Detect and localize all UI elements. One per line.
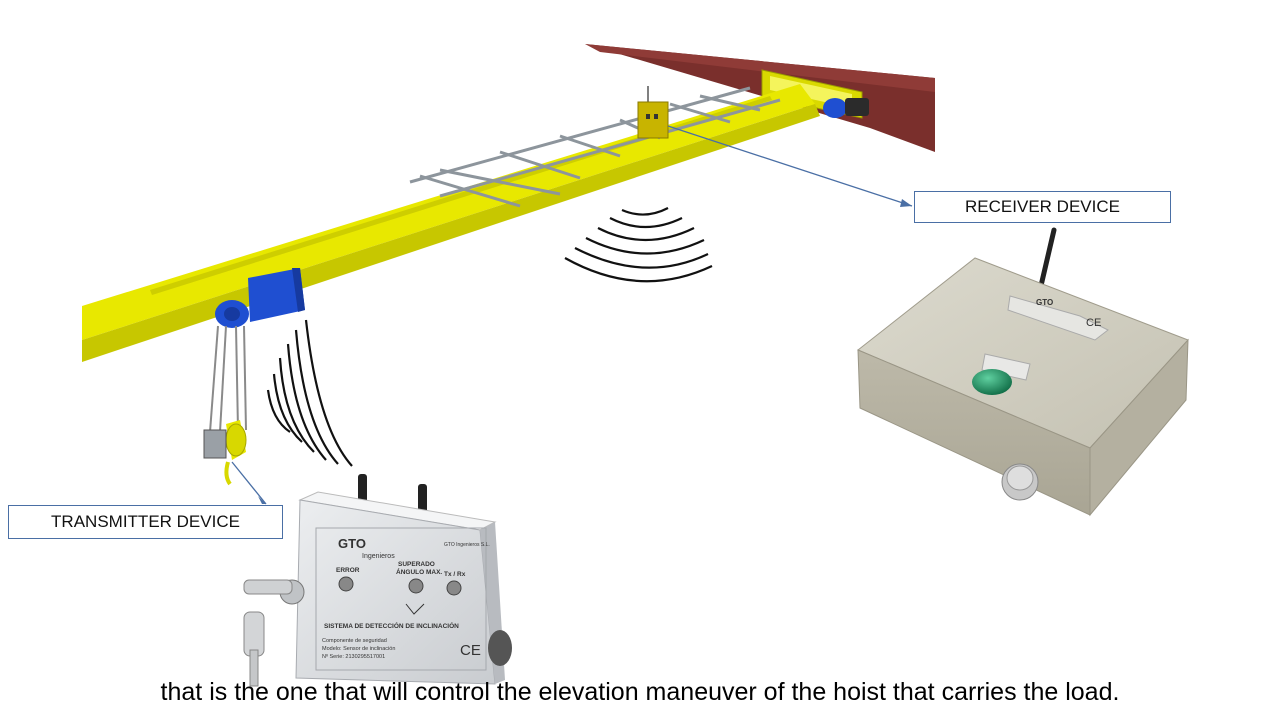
transmitter-brand: GTO [338,536,366,551]
signal-waves-receiver [564,207,713,283]
end-carriage [761,69,869,119]
runway-rail [585,44,935,152]
walkway-railing [409,86,781,208]
transmitter-serial: Nº Serie: 2130295517001 [322,653,385,660]
indicator-superado-label: SUPERADO [398,561,435,568]
indicator-error-label: ERROR [336,567,360,574]
subtitle-caption: that is the one that will control the el… [160,678,1120,706]
transmitter-enclosure: GTO Ingenieros GTO Ingenieros S.L. ERROR… [243,474,512,687]
signal-waves-transmitter [266,319,353,467]
girder-receiver-unit [637,86,669,139]
receiver-enclosure: GTO CE [857,227,1189,517]
transmitter-company: GTO Ingenieros S.L. [444,542,490,548]
transmitter-brand-sub: Ingenieros [362,553,395,560]
crane-girder [82,84,820,362]
transmitter-model: Modelo: Sensor de inclinación [322,646,395,652]
receiver-ce-mark: CE [1086,317,1101,329]
receiver-brand: GTO [1036,298,1053,307]
transmitter-device-label-text: TRANSMITTER DEVICE [51,512,240,531]
indicator-angulo-label: ÁNGULO MAX. [396,567,442,576]
leader-lines [231,125,913,505]
transmitter-system-title: SISTEMA DE DETECCIÓN DE INCLINACIÓN [324,621,459,630]
hoist [203,268,305,486]
indicator-txrx-label: Tx / Rx [444,571,466,578]
transmitter-ce-mark: CE [460,642,481,659]
receiver-device-label-text: RECEIVER DEVICE [965,197,1120,216]
receiver-device-label: RECEIVER DEVICE [914,191,1171,223]
transmitter-device-label: TRANSMITTER DEVICE [8,505,283,539]
transmitter-component: Componente de seguridad [322,638,387,644]
